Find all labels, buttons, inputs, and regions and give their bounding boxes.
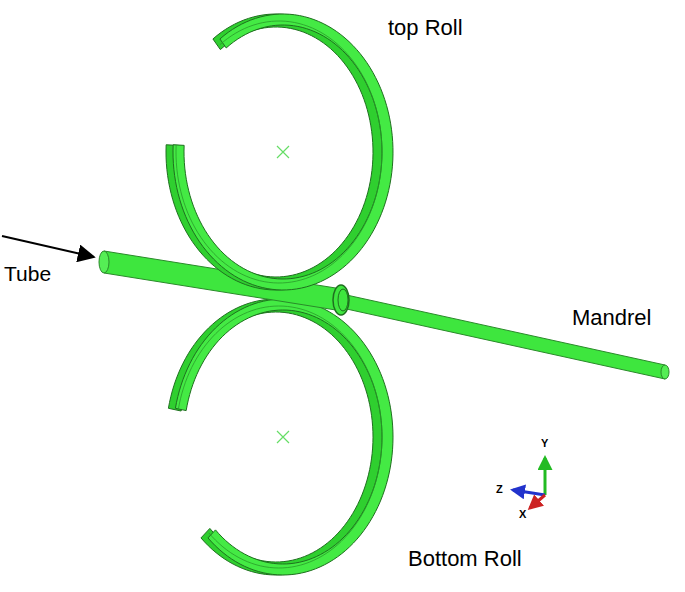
part-label: Mandrel bbox=[572, 306, 651, 330]
part-label: top Roll bbox=[388, 16, 463, 40]
axis-triad bbox=[513, 458, 545, 508]
mandrel bbox=[333, 285, 669, 379]
bottom-roll bbox=[168, 299, 393, 575]
axis-label: X bbox=[519, 508, 526, 520]
top-roll bbox=[166, 14, 393, 290]
part-label: Tube bbox=[4, 262, 51, 285]
leader-arrow bbox=[2, 236, 94, 257]
axis-label: Y bbox=[541, 437, 548, 449]
axis-label: Z bbox=[496, 483, 503, 495]
center-marks bbox=[277, 146, 289, 443]
part-label: Bottom Roll bbox=[408, 547, 522, 571]
